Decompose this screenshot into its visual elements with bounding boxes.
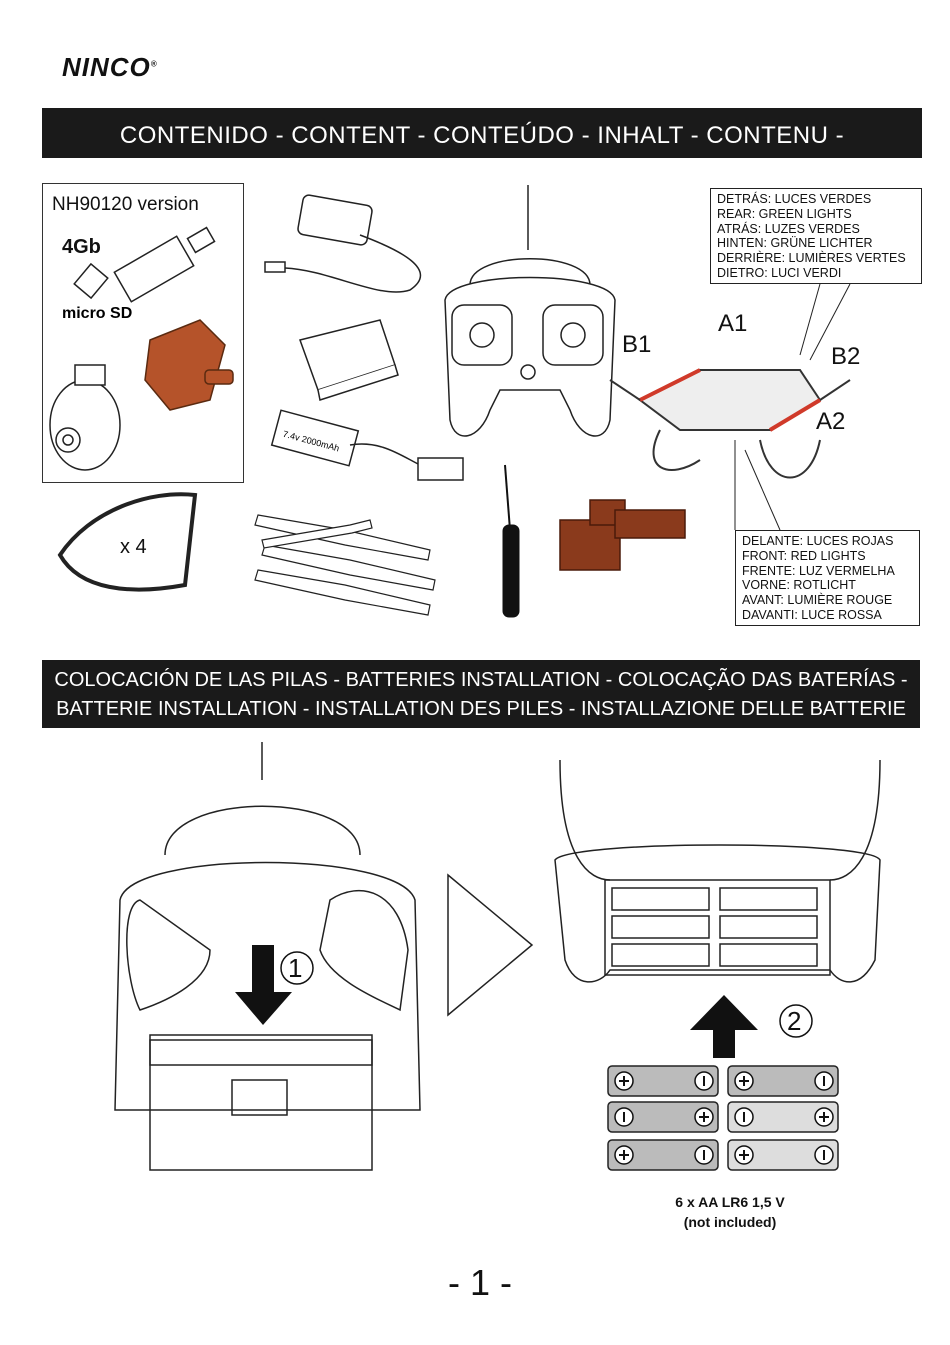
- transmitter-back-icon: [114, 742, 421, 1171]
- charger-icon: [264, 194, 422, 293]
- camera-mount-icon: [559, 499, 686, 571]
- version-title: NH90120 version: [52, 194, 199, 215]
- batteries-header-line1: COLOCACIÓN DE LAS PILAS - BATTERIES INST…: [54, 669, 908, 691]
- micro-sd-logo: micro SD: [62, 305, 132, 322]
- transmitter-open-icon: [554, 759, 881, 983]
- camera-icon: [49, 364, 121, 471]
- step-2-circle: [779, 1004, 813, 1038]
- callout-pointers: [734, 283, 851, 531]
- brand-logo: NINCO®: [62, 52, 158, 82]
- propeller-guard-icon: [57, 492, 198, 592]
- guard-count: x 4: [120, 536, 147, 558]
- front-lights-callout: DELANTE: LUCES ROJAS FRONT: RED LIGHTS F…: [735, 530, 920, 626]
- page-number: - 1 -: [447, 1262, 512, 1303]
- usb-reader-icon: [113, 226, 216, 303]
- batteries-header: COLOCACIÓN DE LAS PILAS - BATTERIES INST…: [42, 660, 920, 728]
- step-2-number: 2: [787, 1006, 802, 1036]
- aa-batteries-icon: [607, 1065, 839, 1171]
- battery-caption: 6 x AA LR6 1,5 V (not included): [675, 1194, 785, 1230]
- balance-charger-icon: [299, 319, 399, 401]
- drone-label-a1: A1: [718, 310, 748, 337]
- sd-card-icon: [73, 262, 109, 300]
- phone-holder-icon: [144, 319, 234, 411]
- drone-label-b1: B1: [622, 331, 652, 358]
- polarity-signs: [619, 1076, 829, 1160]
- contents-header: CONTENIDO - CONTENT - CONTEÚDO - INHALT …: [42, 108, 922, 205]
- screwdriver-icon: [502, 464, 520, 618]
- step-1-number: 1: [288, 953, 303, 983]
- transmitter-icon: [444, 185, 616, 437]
- next-step-triangle-icon: [447, 873, 534, 1017]
- rear-lights-callout: DETRÁS: LUCES VERDES REAR: GREEN LIGHTS …: [710, 188, 922, 284]
- version-box: [42, 183, 244, 483]
- drone-label-b2: B2: [831, 343, 861, 370]
- batteries-header-line2: BATTERIE INSTALLATION - INSTALLATION DES…: [56, 698, 906, 720]
- drone-icon: [609, 368, 851, 479]
- lipo-battery-icon: [270, 409, 464, 481]
- memory-size: 4Gb: [62, 236, 101, 258]
- propellers-icon: [254, 514, 436, 616]
- arrow-down-icon: [235, 945, 292, 1025]
- arrow-up-icon: [690, 995, 758, 1058]
- step-1-circle: [280, 951, 314, 985]
- drone-label-a2: A2: [816, 408, 846, 435]
